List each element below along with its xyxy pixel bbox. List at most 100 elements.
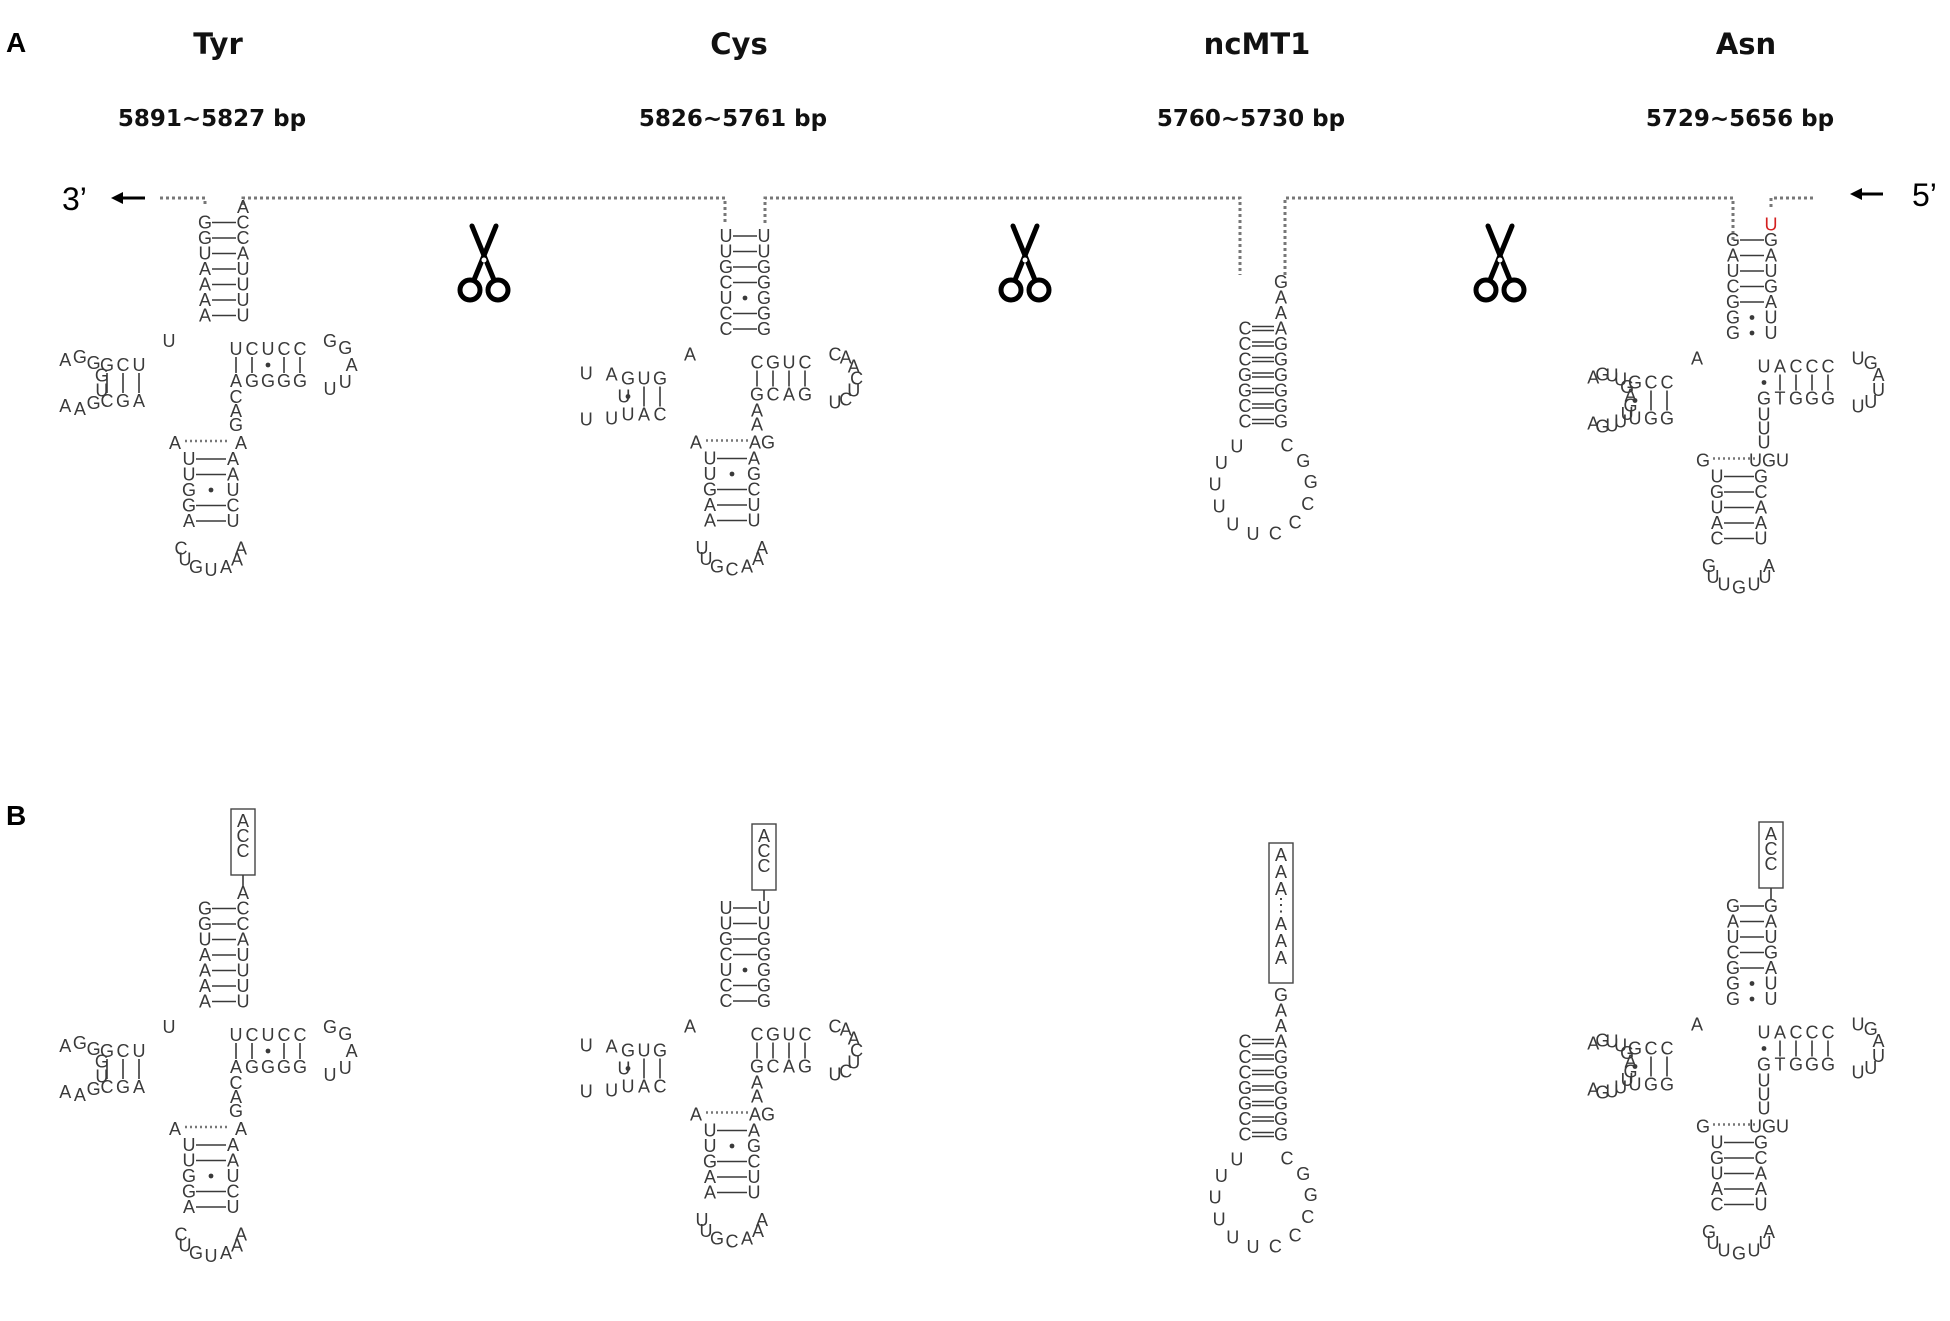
acceptor-stem-nucleotide: U [1765,927,1778,947]
t-arm-nucleotide: G [1805,389,1819,409]
t-arm-nucleotide: C [767,1057,780,1077]
variable-loop-nucleotide: U [1758,1071,1771,1091]
acceptor-stem-nucleotide: G [757,976,771,996]
t-loop-nucleotide: C [829,345,842,365]
acceptor-stem-nucleotide: U [720,960,733,980]
anticodon-stem-nucleotide: G [182,1182,196,1202]
anticodon-loop-nucleotide: U [696,538,709,558]
acceptor-stem-nucleotide: G [1726,323,1740,343]
t-arm-nucleotide: A [230,1057,242,1077]
anticodon-stem-nucleotide: C [227,1182,240,1202]
gene-range: 5891~5827 bp [118,106,306,132]
panel-b-label: B [6,800,26,831]
hairpin-stem-nucleotide: A [1275,303,1287,323]
acceptor-stem-nucleotide: G [757,929,771,949]
junction-nucleotide: A [235,1119,247,1139]
anticodon-loop-nucleotide: G [1702,556,1716,576]
t-loop-nucleotide: U [1852,397,1865,417]
anticodon-loop-nucleotide: A [752,549,764,569]
anticodon-loop-nucleotide: C [175,539,188,559]
d-loop-nucleotide: G [1624,395,1638,415]
t-arm-nucleotide: G [293,371,307,391]
d-loop-nucleotide: A [1587,1033,1599,1053]
anticodon-loop-nucleotide: U [179,1235,192,1255]
t-arm-nucleotide: G [766,353,780,373]
acceptor-stem-nucleotide: U [237,992,250,1012]
acceptor-stem-nucleotide: U [720,226,733,246]
anticodon-stem-nucleotide: U [1755,529,1768,549]
hairpin-stem-nucleotide: G [1274,1063,1288,1083]
t-arm-nucleotide: G [277,1057,291,1077]
d-arm-nucleotide: C [1645,373,1658,393]
anticodon-stem-nucleotide: A [704,495,716,515]
hairpin-stem-nucleotide: C [1239,396,1252,416]
t-loop-nucleotide: A [840,348,852,368]
hairpin-stem-nucleotide: G [1274,412,1288,432]
wobble-pair-dot [742,295,748,301]
variable-loop-nucleotide: A [230,1087,242,1107]
backbone-segment [763,196,1242,275]
hairpin-stem-nucleotide: G [1274,1109,1288,1129]
d-loop-nucleotide: U [1614,370,1627,390]
anticodon-loop-nucleotide: U [696,1210,709,1230]
poly-a-nucleotide: A [1275,879,1287,899]
acceptor-stem-nucleotide: C [720,991,733,1011]
anticodon-stem-nucleotide: A [704,511,716,531]
wobble-pair-dot [1749,981,1755,986]
anticodon-stem-nucleotide: A [1755,1179,1767,1199]
anticodon-loop-nucleotide: A [752,1221,764,1241]
d-loop-nucleotide: A [606,364,618,384]
wobble-pair-dot [1761,380,1767,385]
cca-tail-nucleotide: C [1765,839,1778,859]
hairpin-stem-nucleotide: A [1275,288,1287,308]
d-arm-nucleotide: G [1644,409,1658,429]
acceptor-stem-nucleotide: G [198,213,212,233]
acceptor-stem-nucleotide: U [237,976,250,996]
poly-a-nucleotide: A [1275,862,1287,882]
d-arm-nucleotide: G [653,1041,667,1061]
t-loop-nucleotide: U [847,381,860,401]
d-loop-nucleotide: G [73,1033,87,1053]
t-arm-nucleotide: G [293,1057,307,1077]
hairpin-loop-nucleotide: U [1247,524,1260,544]
anticodon-loop-nucleotide: G [710,1229,724,1249]
anticodon-stem-nucleotide: C [1755,482,1768,502]
anticodon-stem-nucleotide: A [227,1151,239,1171]
d-arm-nucleotide: G [100,1041,114,1061]
hairpin-stem-nucleotide: G [1238,365,1252,385]
t-loop-nucleotide: U [1872,380,1885,400]
t-loop-nucleotide: U [829,1065,842,1085]
d-loop-nucleotide: G [87,1039,101,1059]
discriminator-base: A [237,883,249,903]
anticodon-stem-nucleotide: G [703,480,717,500]
anticodon-stem-nucleotide: U [704,464,717,484]
hairpin-stem-nucleotide: G [1274,985,1288,1005]
hairpin-stem-nucleotide: C [1239,350,1252,370]
hairpin-loop-nucleotide: U [1215,453,1228,473]
acceptor-stem-nucleotide: G [198,228,212,248]
acceptor-stem-nucleotide: G [719,929,733,949]
anticodon-stem-nucleotide: A [1711,1179,1723,1199]
cca-tail-nucleotide: A [758,826,770,846]
anticodon-stem-nucleotide: A [227,449,239,469]
poly-a-nucleotide: A [1275,914,1287,934]
t-loop-nucleotide: A [346,1041,358,1061]
t-arm-nucleotide: C [1806,1023,1819,1043]
acceptor-stem-nucleotide: C [720,945,733,965]
t-loop-nucleotide: G [1864,1019,1878,1039]
wobble-pair-dot [1632,1064,1638,1069]
acceptor-stem-nucleotide: A [1765,912,1777,932]
wobble-pair-dot [208,1173,214,1179]
acceptor-stem-nucleotide: C [237,228,250,248]
d-loop-nucleotide: U [1605,1082,1618,1102]
junction-nucleotide: A [169,1119,181,1139]
t-arm-nucleotide: A [783,385,795,405]
acceptor-stem-nucleotide: U [720,914,733,934]
hairpin-loop-nucleotide: U [1230,437,1243,457]
anticodon-loop-nucleotide: U [1718,1241,1731,1261]
t-arm-nucleotide: G [1821,389,1835,409]
t-loop-nucleotide: C [829,1017,842,1037]
